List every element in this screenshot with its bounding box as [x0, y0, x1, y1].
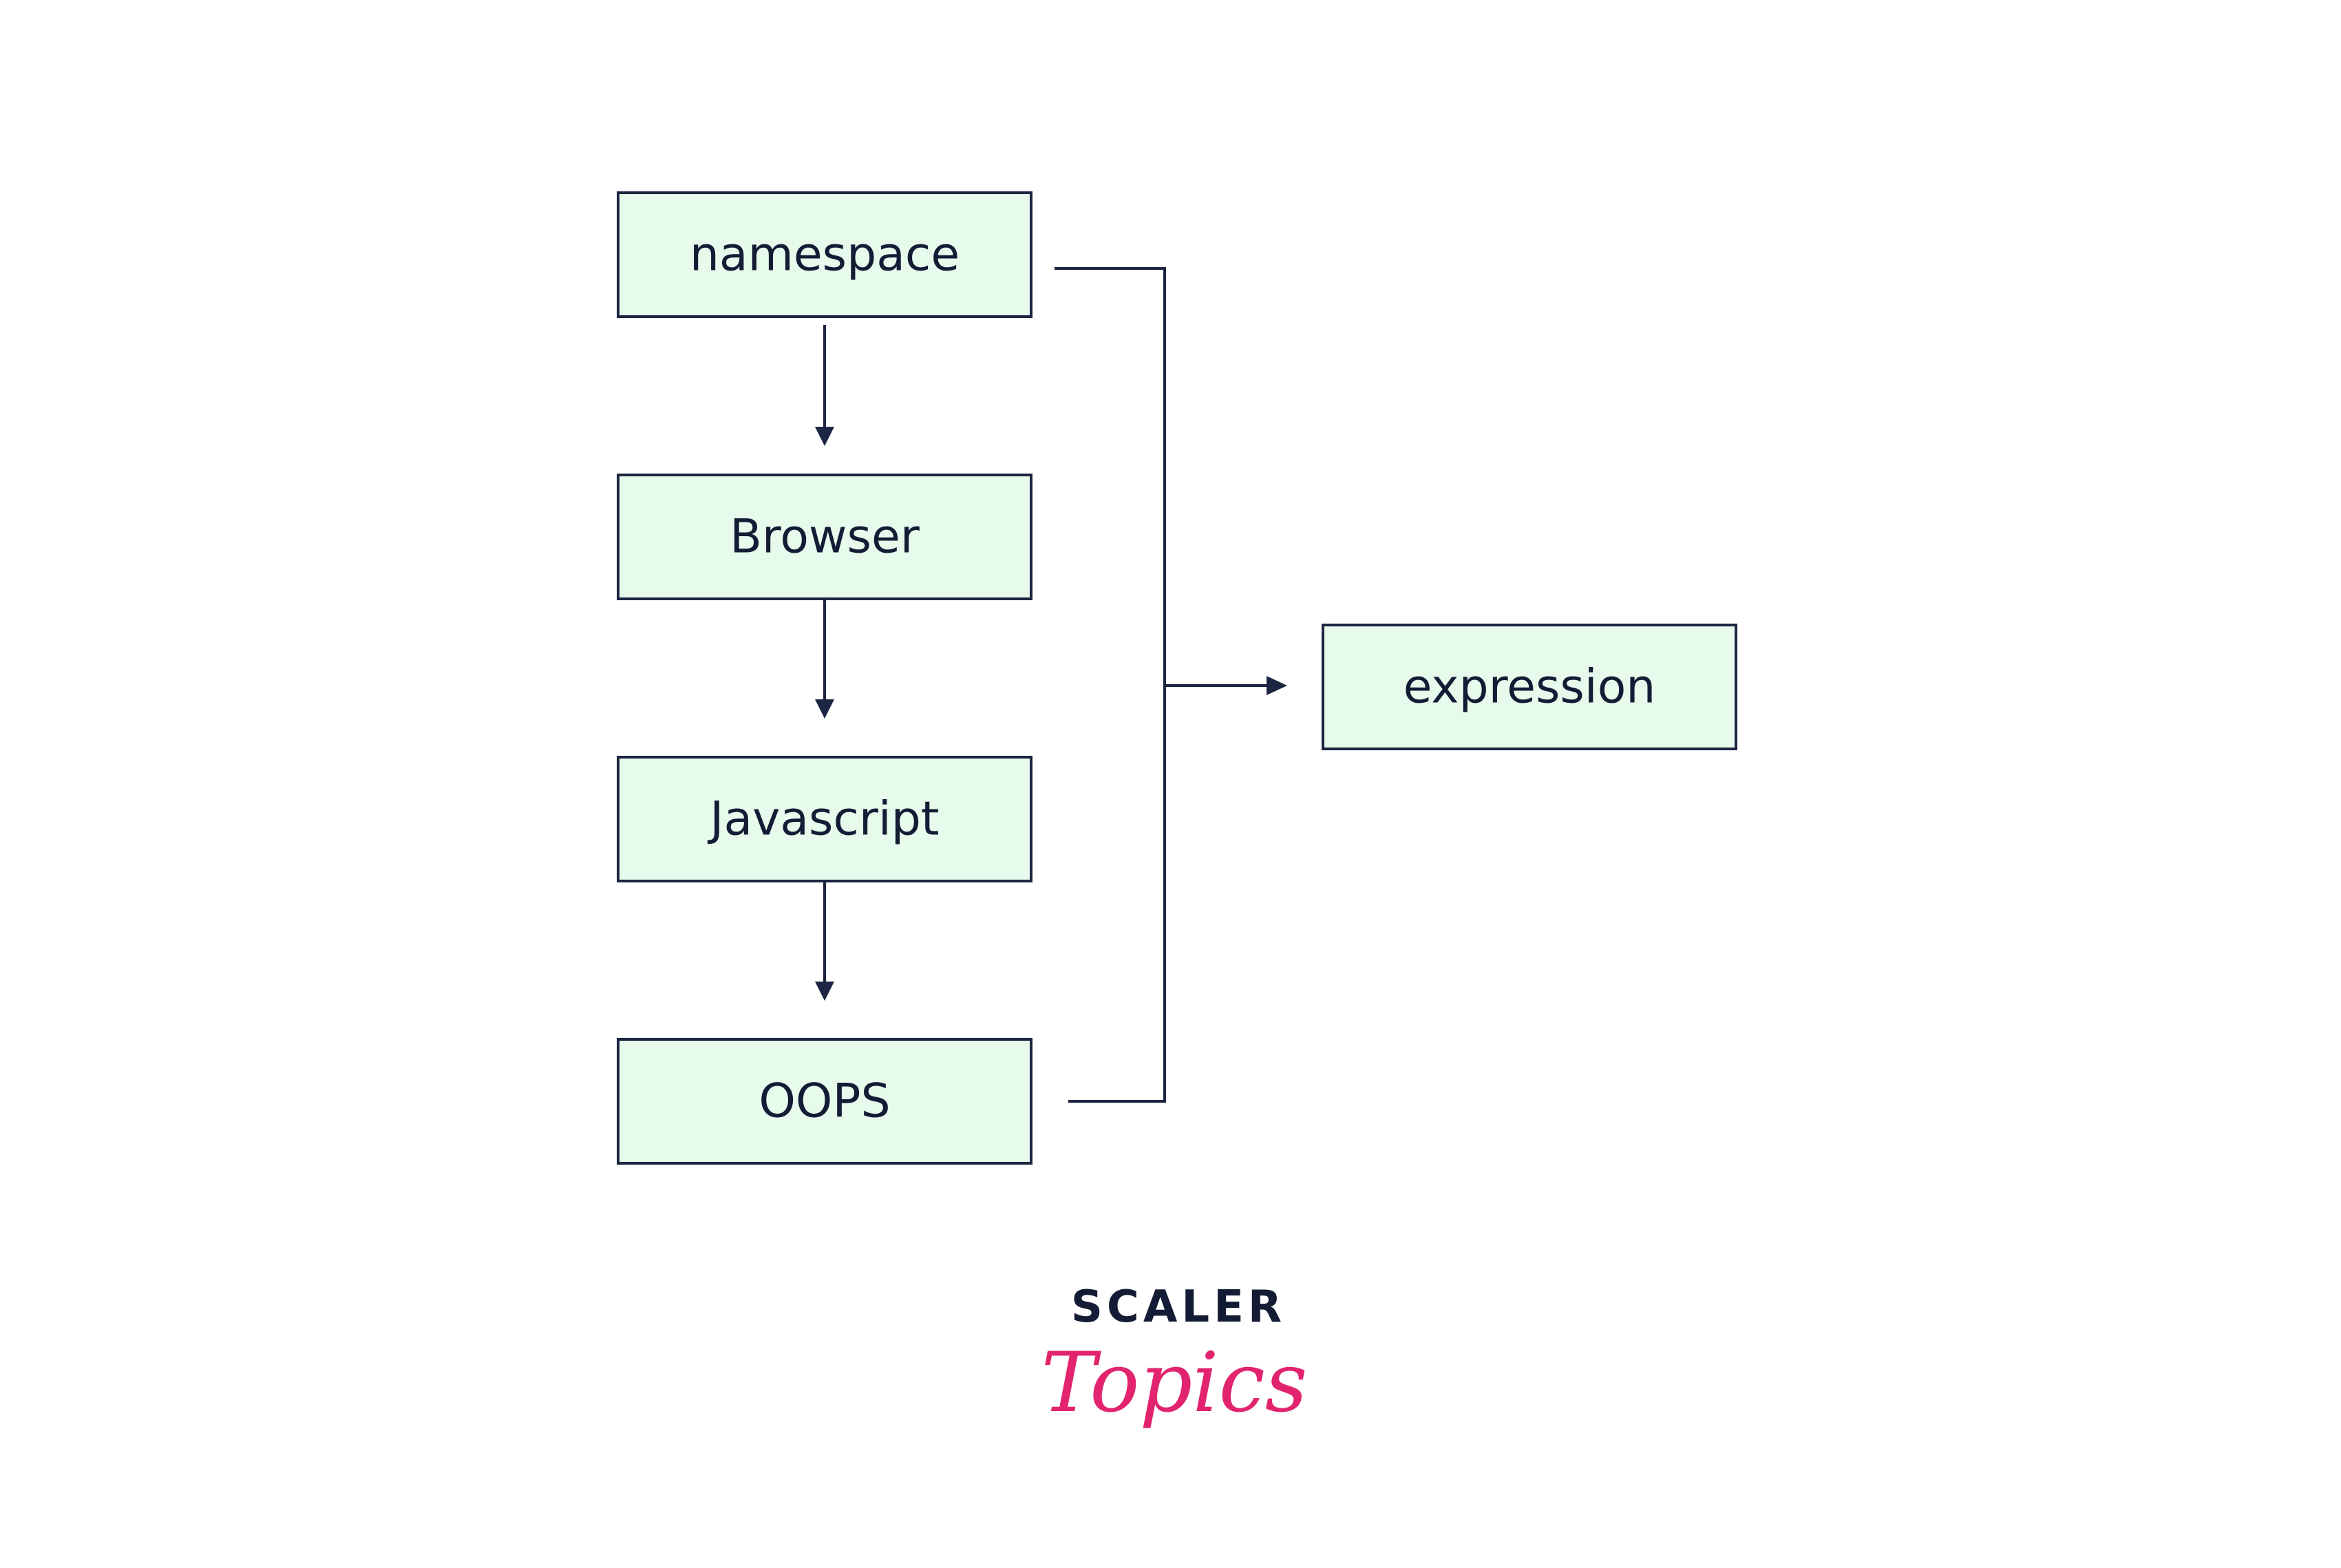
logo-wordmark: SCALER — [1071, 1282, 1286, 1333]
node-javascript-label: Javascript — [707, 792, 939, 847]
scaler-topics-logo: SCALER Topics — [1041, 1282, 1308, 1431]
bracket-connector — [1055, 267, 1287, 1103]
node-oops: OOPS — [617, 1038, 1032, 1165]
arrow-javascript-to-oops — [815, 881, 834, 1001]
node-namespace: namespace — [617, 191, 1032, 318]
node-javascript: Javascript — [617, 756, 1032, 882]
node-browser-label: Browser — [730, 510, 920, 564]
arrow-browser-to-javascript — [815, 599, 834, 719]
node-expression: expression — [1322, 624, 1737, 750]
node-namespace-label: namespace — [690, 228, 960, 282]
arrow-namespace-to-browser — [815, 325, 834, 446]
logo-script: Topics — [1041, 1335, 1308, 1431]
node-browser: Browser — [617, 474, 1032, 600]
node-expression-label: expression — [1403, 660, 1656, 714]
node-oops-label: OOPS — [759, 1074, 890, 1129]
